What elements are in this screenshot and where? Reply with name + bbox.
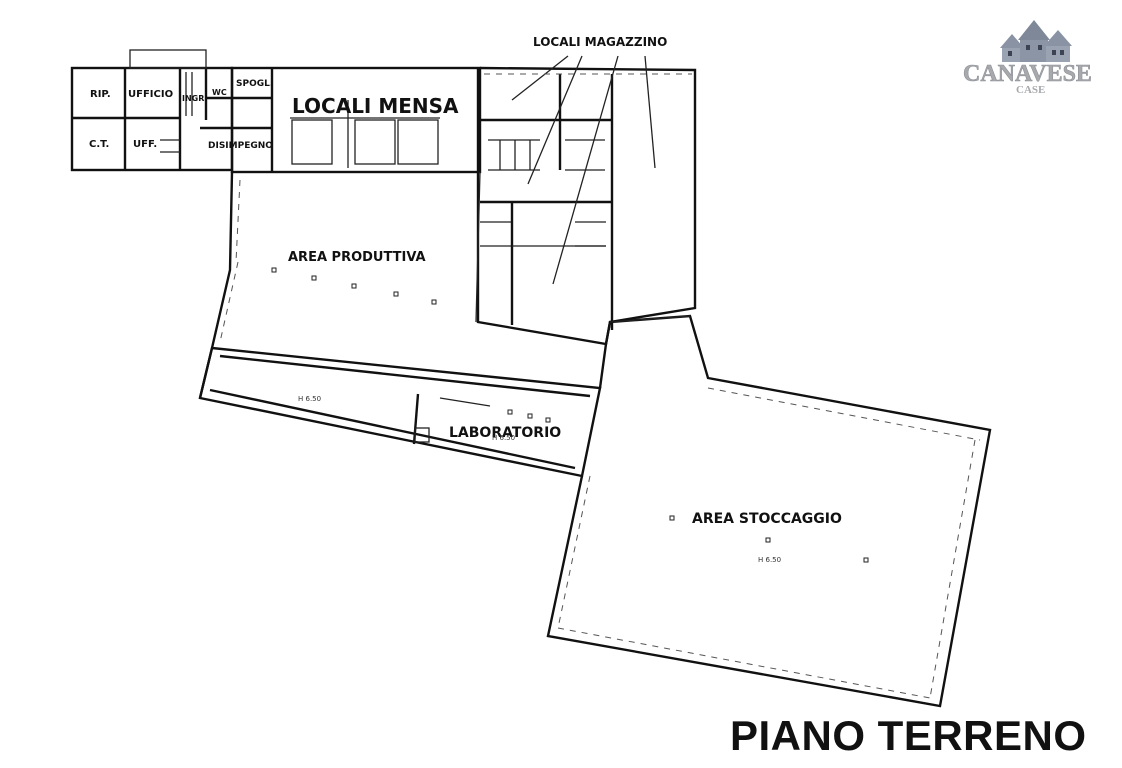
laboratorio-block [198,346,602,478]
label-uff: UFF. [133,139,157,150]
canavese-logo: CANAVESE CASE [963,20,1092,96]
label-ct: C.T. [89,139,109,150]
label-locali-mensa: LOCALI MENSA [292,94,459,118]
office-block [70,49,272,172]
pillars [271,267,869,563]
logo-sub: CASE [1016,84,1045,96]
height-label-3: H 6.50 [758,556,781,564]
height-labels: H 6.50 H 6.50 H 6.50 [298,395,781,564]
label-laboratorio: LABORATORIO [449,425,561,441]
page-title: PIANO TERRENO [730,712,1087,759]
logo-name: CANAVESE [963,61,1092,87]
label-locali-magazzino: LOCALI MAGAZZINO [533,35,667,49]
height-label-1: H 6.50 [298,395,321,403]
house-icon [1000,20,1072,62]
magazzino-block [476,55,697,346]
room-labels: RIP. UFFICIO INGR. WC SPOGL. C.T. UFF. D… [89,35,842,527]
height-label-2: H 6.50 [492,434,515,442]
label-area-produttiva: AREA PRODUTTIVA [288,250,426,265]
label-spogl: SPOGL. [236,79,273,89]
label-area-stoccaggio: AREA STOCCAGGIO [692,511,842,527]
area-produttiva-outline [198,171,481,399]
label-ingr: INGR. [182,94,208,103]
label-wc: WC [212,88,227,97]
label-rip: RIP. [90,89,111,100]
label-ufficio: UFFICIO [128,89,173,100]
area-stoccaggio-block [546,314,992,708]
label-disimpegno: DISIMPEGNO [208,141,273,151]
